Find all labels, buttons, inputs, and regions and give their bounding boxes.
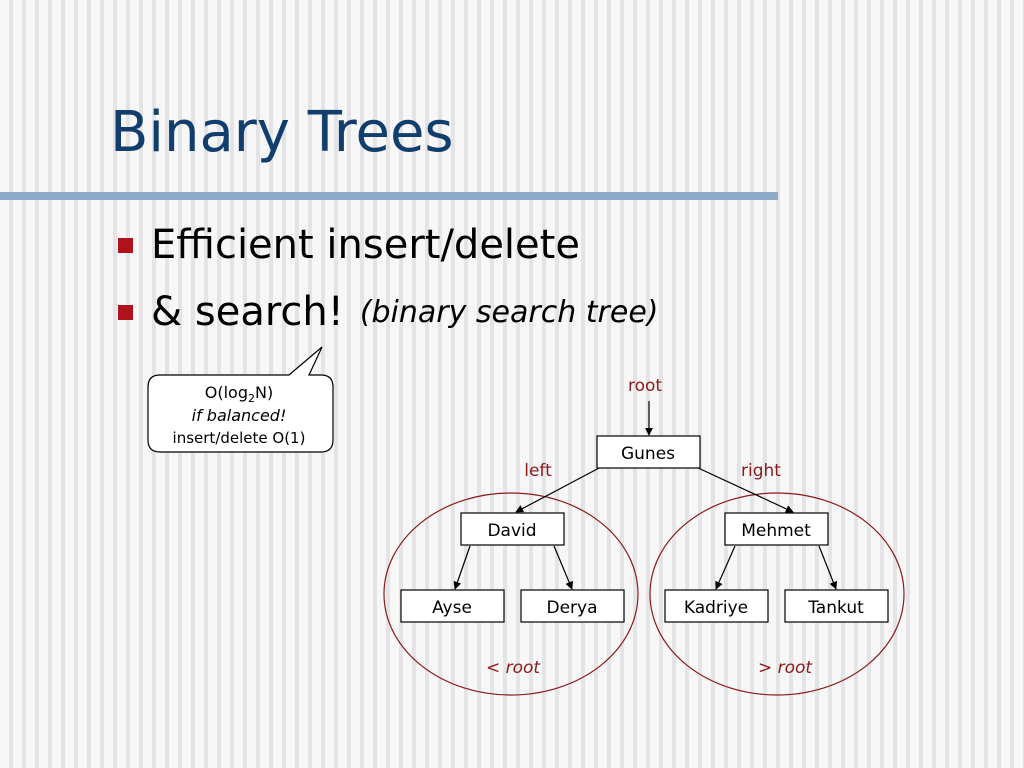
tree-node-left-left: Ayse: [400, 589, 505, 623]
node-label: David: [487, 521, 536, 541]
node-label: Mehmet: [741, 521, 811, 541]
bullet-note: (binary search tree): [359, 294, 659, 330]
callout-bubble: [147, 346, 334, 453]
node-label: Kadriye: [684, 598, 748, 618]
square-bullet-icon: [118, 237, 133, 253]
left-edge-label: left: [524, 461, 552, 481]
node-label: Ayse: [432, 598, 472, 618]
node-label: Tankut: [807, 598, 864, 618]
slide-title: Binary Trees: [110, 100, 454, 165]
callout-condition: if balanced!: [192, 406, 287, 425]
square-bullet-icon: [118, 304, 133, 320]
node-label: Derya: [546, 598, 597, 618]
root-pointer-label: root: [628, 376, 662, 396]
right-edge-label: right: [741, 461, 781, 481]
callout-complexity: O(log2N): [205, 383, 273, 405]
edge-root-right: [695, 466, 794, 513]
left-subtree-label: < root: [486, 658, 541, 678]
node-label: Gunes: [621, 444, 675, 464]
bullet-item: Efficient insert/delete: [118, 222, 580, 268]
title-divider: [0, 192, 778, 200]
tree-node-left-right: Derya: [520, 589, 625, 623]
callout-note: insert/delete O(1): [173, 429, 306, 447]
edge-left-right: [553, 545, 573, 590]
edge-right-right: [818, 545, 838, 590]
bullet-text: & search!: [151, 289, 344, 335]
edge-right-left: [715, 545, 736, 590]
tree-node-right-right: Tankut: [784, 589, 889, 623]
tree-node-right: Mehmet: [724, 512, 829, 546]
edge-left-left: [453, 545, 471, 590]
tree-node-left: David: [460, 512, 565, 546]
right-subtree-label: > root: [758, 658, 813, 678]
bullet-item: & search! (binary search tree): [118, 289, 658, 335]
bullet-text: Efficient insert/delete: [151, 222, 580, 268]
tree-node-right-left: Kadriye: [664, 589, 769, 623]
right-subtree-outline: [649, 492, 905, 696]
edge-root-left: [515, 466, 602, 513]
tree-node-root: Gunes: [596, 435, 701, 469]
left-subtree-outline: [383, 492, 639, 696]
